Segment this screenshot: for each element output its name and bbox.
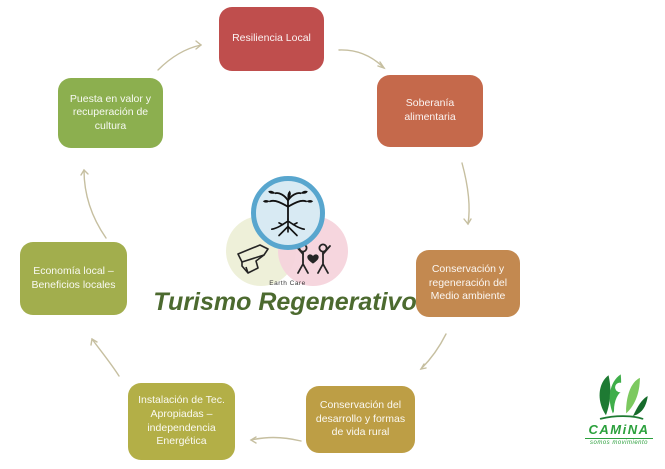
- node-soberania-alimentaria: Soberanía alimentaria: [377, 75, 483, 147]
- camina-logo: CAMiNA somos movimiento: [575, 370, 663, 446]
- arrow-rural-to-technology: [250, 436, 302, 442]
- arrow-technology-to-economy: [91, 338, 120, 377]
- arrow-resilience-to-sovereignty: [338, 49, 385, 69]
- node-economia-local: Economía local – Beneficios locales: [20, 242, 127, 315]
- arrow-conservation-to-rural: [420, 333, 447, 370]
- node-label: Puesta en valor y recuperación de cultur…: [69, 92, 152, 132]
- camina-brand-text: CAMiNA: [588, 422, 650, 437]
- node-label: Resiliencia Local: [232, 32, 311, 45]
- node-tecnologias-apropiadas: Instalación de Tec. Apropiadas – indepen…: [128, 383, 235, 460]
- arrow-sovereignty-to-conservation: [461, 162, 470, 225]
- earth-care-circle: [251, 176, 325, 250]
- node-label: Soberanía alimentaria: [404, 97, 456, 123]
- camina-leaves-icon: [599, 374, 648, 420]
- arrow-culture-to-resilience: [157, 44, 202, 71]
- node-conservacion-medio-ambiente: Conservación y regeneración del Medio am…: [416, 250, 520, 317]
- node-label: Instalación de Tec. Apropiadas – indepen…: [138, 394, 225, 448]
- node-label: Conservación y regeneración del Medio am…: [428, 263, 508, 303]
- earth-care-caption: Earth Care: [269, 280, 306, 287]
- camina-tagline: somos movimiento: [589, 440, 648, 446]
- node-label: Conservación del desarrollo y formas de …: [315, 399, 406, 439]
- diagram-title: Turismo Regenerativo: [153, 288, 417, 316]
- arrow-economy-to-culture: [83, 169, 107, 239]
- node-puesta-en-valor-cultura: Puesta en valor y recuperación de cultur…: [58, 78, 163, 148]
- camina-rule: [585, 438, 653, 439]
- node-conservacion-vida-rural: Conservación del desarrollo y formas de …: [306, 386, 415, 453]
- hands-icon: [237, 244, 269, 274]
- node-resiliencia-local: Resiliencia Local: [219, 7, 324, 71]
- node-label: Economía local – Beneficios locales: [31, 264, 116, 291]
- tree-roots-icon: [262, 190, 314, 237]
